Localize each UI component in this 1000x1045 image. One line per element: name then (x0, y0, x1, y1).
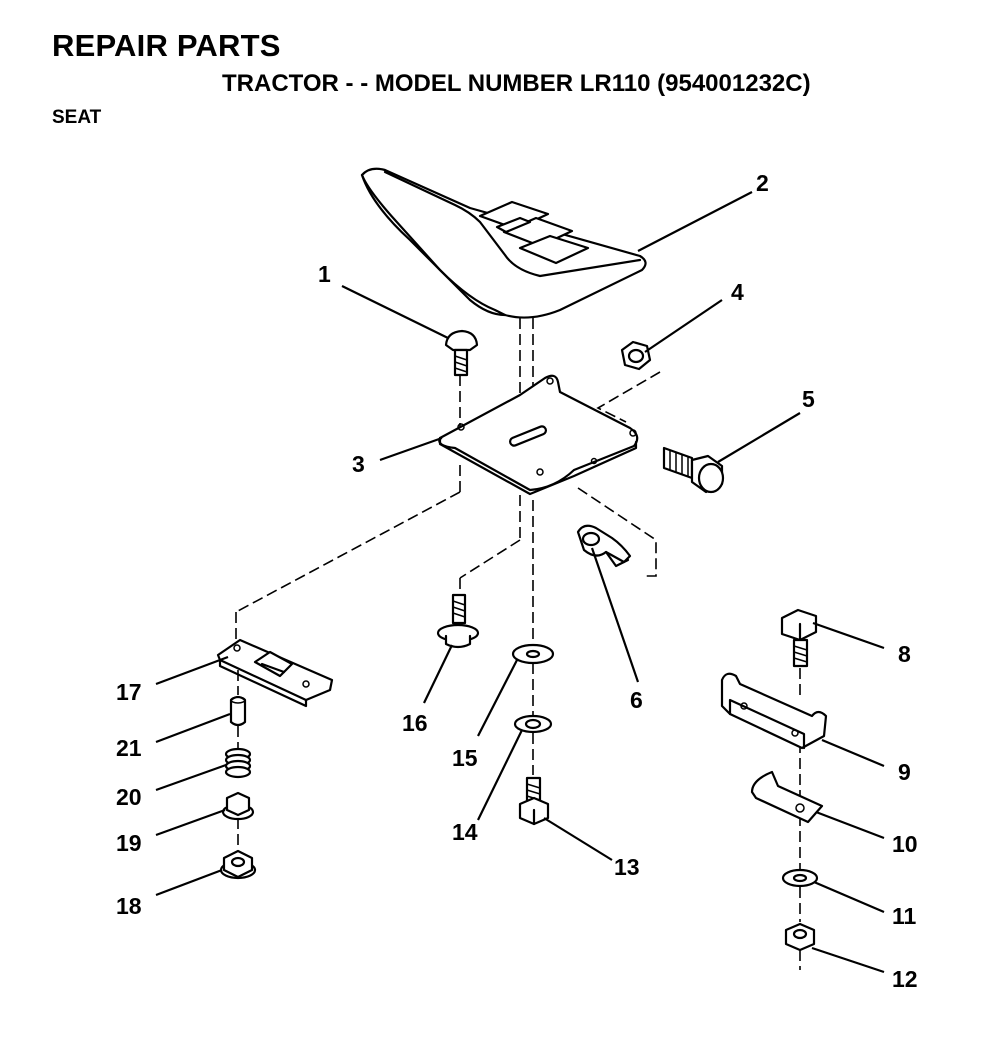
callout-12: 12 (892, 966, 918, 992)
pin-part (229, 695, 247, 727)
callout-labels: 1 2 3 4 5 6 8 9 10 11 12 13 14 15 16 17 … (116, 170, 918, 992)
seat-plate-part (438, 374, 639, 496)
callout-6: 6 (630, 687, 643, 713)
spring-part (224, 747, 252, 779)
carriage-bolt-part (444, 329, 479, 377)
callout-14: 14 (452, 819, 478, 845)
shoulder-screw-part (436, 593, 480, 649)
callout-19: 19 (116, 830, 142, 856)
model-subtitle: TRACTOR - - MODEL NUMBER LR110 (95400123… (222, 70, 811, 97)
callout-11: 11 (892, 903, 917, 929)
page-title: REPAIR PARTS (52, 28, 281, 63)
callout-4: 4 (731, 279, 744, 305)
latch-plate-part (216, 638, 334, 708)
callout-9: 9 (898, 759, 911, 785)
callout-20: 20 (116, 784, 142, 810)
clip-part-10 (750, 770, 824, 824)
callout-10: 10 (892, 831, 918, 857)
nut-part-19 (221, 791, 255, 821)
callout-16: 16 (402, 710, 428, 736)
callout-13: 13 (614, 854, 640, 880)
lock-nut-part (784, 922, 816, 952)
flange-nut-part (219, 849, 257, 880)
washer-part-11 (781, 868, 819, 888)
callout-8: 8 (898, 641, 911, 667)
seat-part (360, 167, 647, 319)
washer-part-15 (511, 643, 555, 665)
callout-3: 3 (352, 451, 365, 477)
callout-17: 17 (116, 679, 142, 705)
leader-lines (155, 191, 885, 974)
clip-part (576, 524, 632, 568)
callout-18: 18 (116, 893, 142, 919)
assembly-lines (235, 318, 801, 970)
section-label: SEAT (52, 107, 102, 128)
shoulder-bolt-part (662, 446, 725, 494)
callout-5: 5 (802, 386, 815, 412)
bracket-part (720, 672, 828, 750)
callout-1: 1 (318, 261, 331, 287)
lock-washer-part (513, 714, 553, 734)
nut-part-4 (620, 340, 652, 371)
hex-bolt-part-13 (518, 776, 550, 826)
callout-2: 2 (756, 170, 769, 196)
callout-15: 15 (452, 745, 478, 771)
hex-bolt-part-8 (780, 608, 818, 668)
callout-21: 21 (116, 735, 142, 761)
